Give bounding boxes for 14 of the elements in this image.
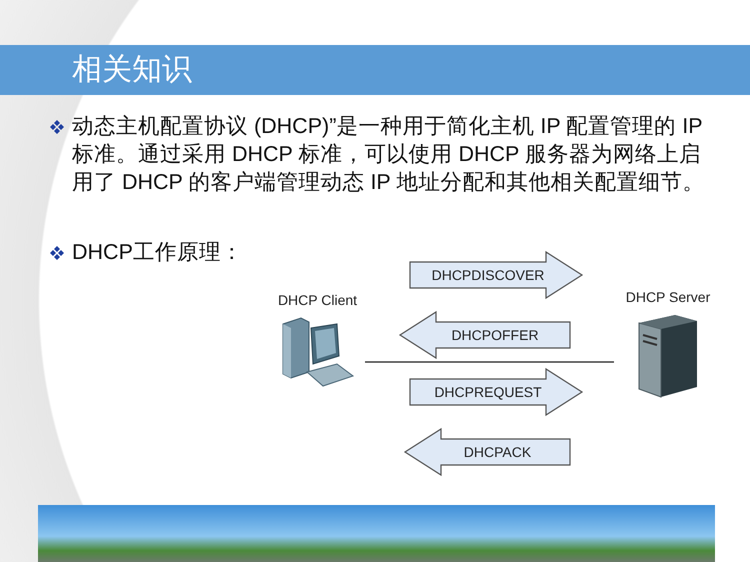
node-label: DHCP Client xyxy=(278,292,358,308)
node-label: DHCP Server xyxy=(626,289,710,305)
edge-label: DHCPREQUEST xyxy=(434,384,542,400)
bullet-text: 动态主机配置协议 (DHCP)”是一种用于简化主机 IP 配置管理的 IP 标准。通过采用 DHCP 标准，可以使用 DHCP 服务器为网络上启用了 DHCP 的客户端管理动态 IP 地址分配和其他相关配置细节。 xyxy=(72,113,706,196)
bullet-text: DHCP工作原理： xyxy=(72,239,244,266)
edge-label: DHCPOFFER xyxy=(451,327,539,343)
block-arrow xyxy=(398,310,571,360)
block-arrow xyxy=(409,250,584,300)
edge-label: DHCPDISCOVER xyxy=(432,267,544,283)
slide-title: 相关知识 xyxy=(72,51,192,89)
connection-line xyxy=(365,361,614,363)
edge-label: DHCPACK xyxy=(464,444,532,460)
block-arrow xyxy=(404,428,571,476)
block-arrow xyxy=(409,368,584,416)
